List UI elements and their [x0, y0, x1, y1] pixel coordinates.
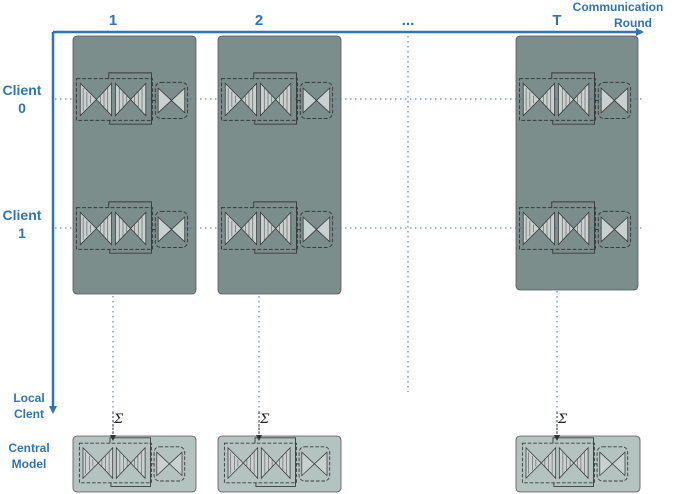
client-0-label-line2: 0 [18, 100, 26, 116]
client-1-label-line1: Client [3, 207, 42, 223]
client-guide-lines [55, 98, 645, 229]
axes [49, 28, 644, 414]
round-label-ellipsis: ... [402, 12, 415, 29]
round-panels [72, 35, 639, 295]
x-axis-title-line2: Round [614, 16, 652, 30]
central-model-label-line1: Central [8, 441, 49, 455]
round-t-sigma-aggregation-icon: Σ [557, 412, 568, 427]
client-0-label-line1: Client [3, 82, 42, 98]
x-axis-title-line1: Communication [573, 0, 664, 14]
client-1-label-line2: 1 [18, 225, 26, 241]
y-axis-title-line2: Clent [14, 407, 44, 421]
round-label-1: 1 [109, 12, 117, 29]
aggregation-arrows [110, 412, 560, 441]
round-2-sigma-aggregation-icon: Σ [259, 412, 270, 427]
central-model-label-line2: Model [12, 457, 47, 471]
round-label-t: T [552, 12, 561, 29]
round-t-panel [515, 35, 639, 291]
round-label-2: 2 [255, 12, 263, 29]
round-1-sigma-aggregation-icon: Σ [113, 412, 124, 427]
round-2-panel [217, 35, 342, 295]
y-axis-title-line1: Local [13, 391, 44, 405]
round-1-panel [72, 35, 197, 295]
